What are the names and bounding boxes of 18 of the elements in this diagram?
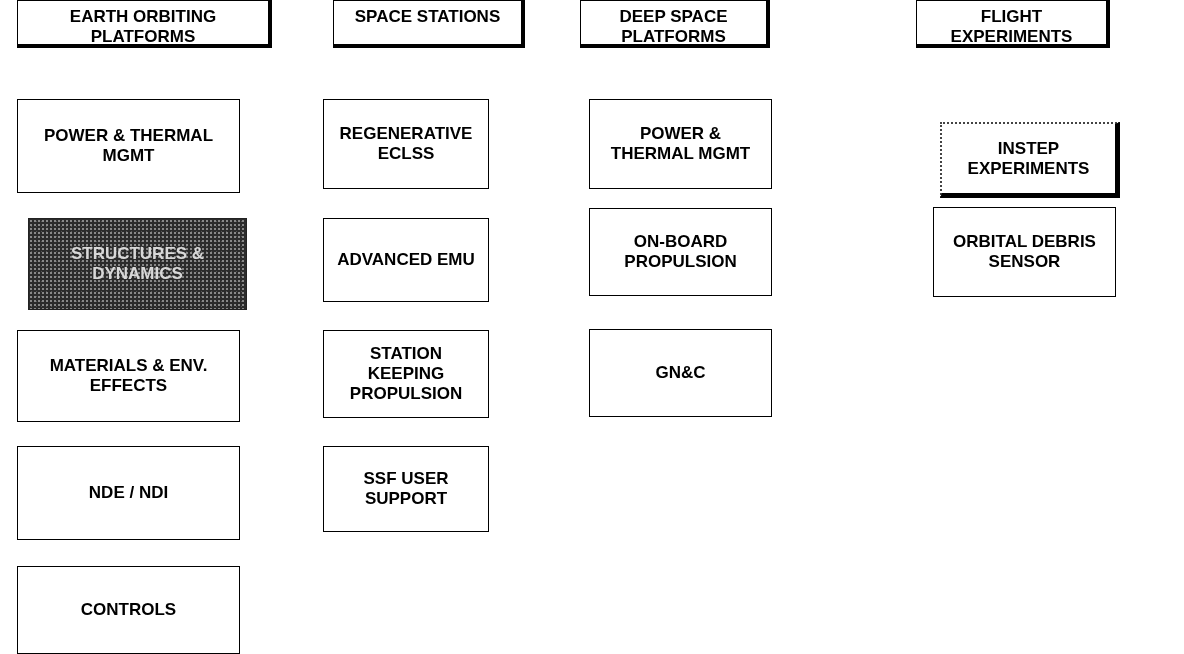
category-box: ADVANCED EMU xyxy=(323,218,489,302)
category-box: POWER & THERMAL MGMT xyxy=(589,99,772,189)
category-box: ORBITAL DEBRIS SENSOR xyxy=(933,207,1116,297)
category-box: SSF USER SUPPORT xyxy=(323,446,489,532)
category-box: POWER & THERMAL MGMT xyxy=(17,99,240,193)
category-box: INSTEP EXPERIMENTS xyxy=(940,122,1120,198)
column-header: EARTH ORBITING PLATFORMS xyxy=(17,0,272,48)
category-box: REGENERATIVE ECLSS xyxy=(323,99,489,189)
column-header: DEEP SPACE PLATFORMS xyxy=(580,0,770,48)
category-box: ON-BOARD PROPULSION xyxy=(589,208,772,296)
category-box: STATION KEEPING PROPULSION xyxy=(323,330,489,418)
category-box: MATERIALS & ENV. EFFECTS xyxy=(17,330,240,422)
column-header: FLIGHT EXPERIMENTS xyxy=(916,0,1110,48)
category-box: GN&C xyxy=(589,329,772,417)
category-box: CONTROLS xyxy=(17,566,240,654)
column-header: SPACE STATIONS xyxy=(333,0,525,48)
category-box: NDE / NDI xyxy=(17,446,240,540)
category-box: STRUCTURES & DYNAMICS xyxy=(28,218,247,310)
